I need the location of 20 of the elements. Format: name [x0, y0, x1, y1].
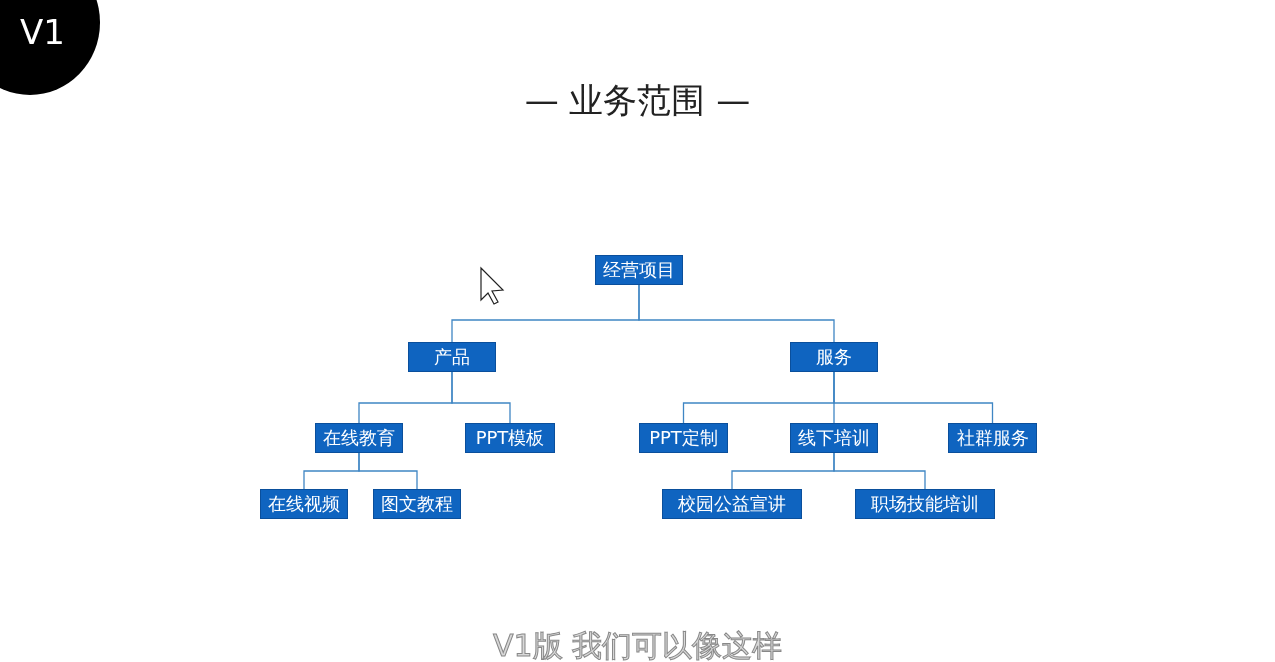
- org-box: 经营项目: [595, 255, 683, 285]
- connector-line: [833, 452, 926, 490]
- org-box: 在线视频: [260, 489, 348, 519]
- subtitle-caption: V1版 我们可以像这样: [491, 627, 784, 662]
- connector-line: [358, 452, 418, 490]
- org-box: 产品: [408, 342, 496, 372]
- org-box: 职场技能培训: [855, 489, 995, 519]
- org-box: 校园公益宣讲: [662, 489, 802, 519]
- org-box: 线下培训: [790, 423, 878, 453]
- version-badge: V1: [0, 0, 100, 95]
- org-box: PPT模板: [465, 423, 555, 453]
- title: — 业务范围 —: [523, 79, 752, 122]
- org-box: 社群服务: [948, 423, 1037, 453]
- org-box: 服务: [790, 342, 878, 372]
- org-box: PPT定制: [639, 423, 728, 453]
- org-box: 在线教育: [315, 423, 403, 453]
- connector-line: [451, 371, 511, 424]
- connector-line: [833, 371, 994, 424]
- org-box: 图文教程: [373, 489, 461, 519]
- connector-line: [638, 284, 835, 343]
